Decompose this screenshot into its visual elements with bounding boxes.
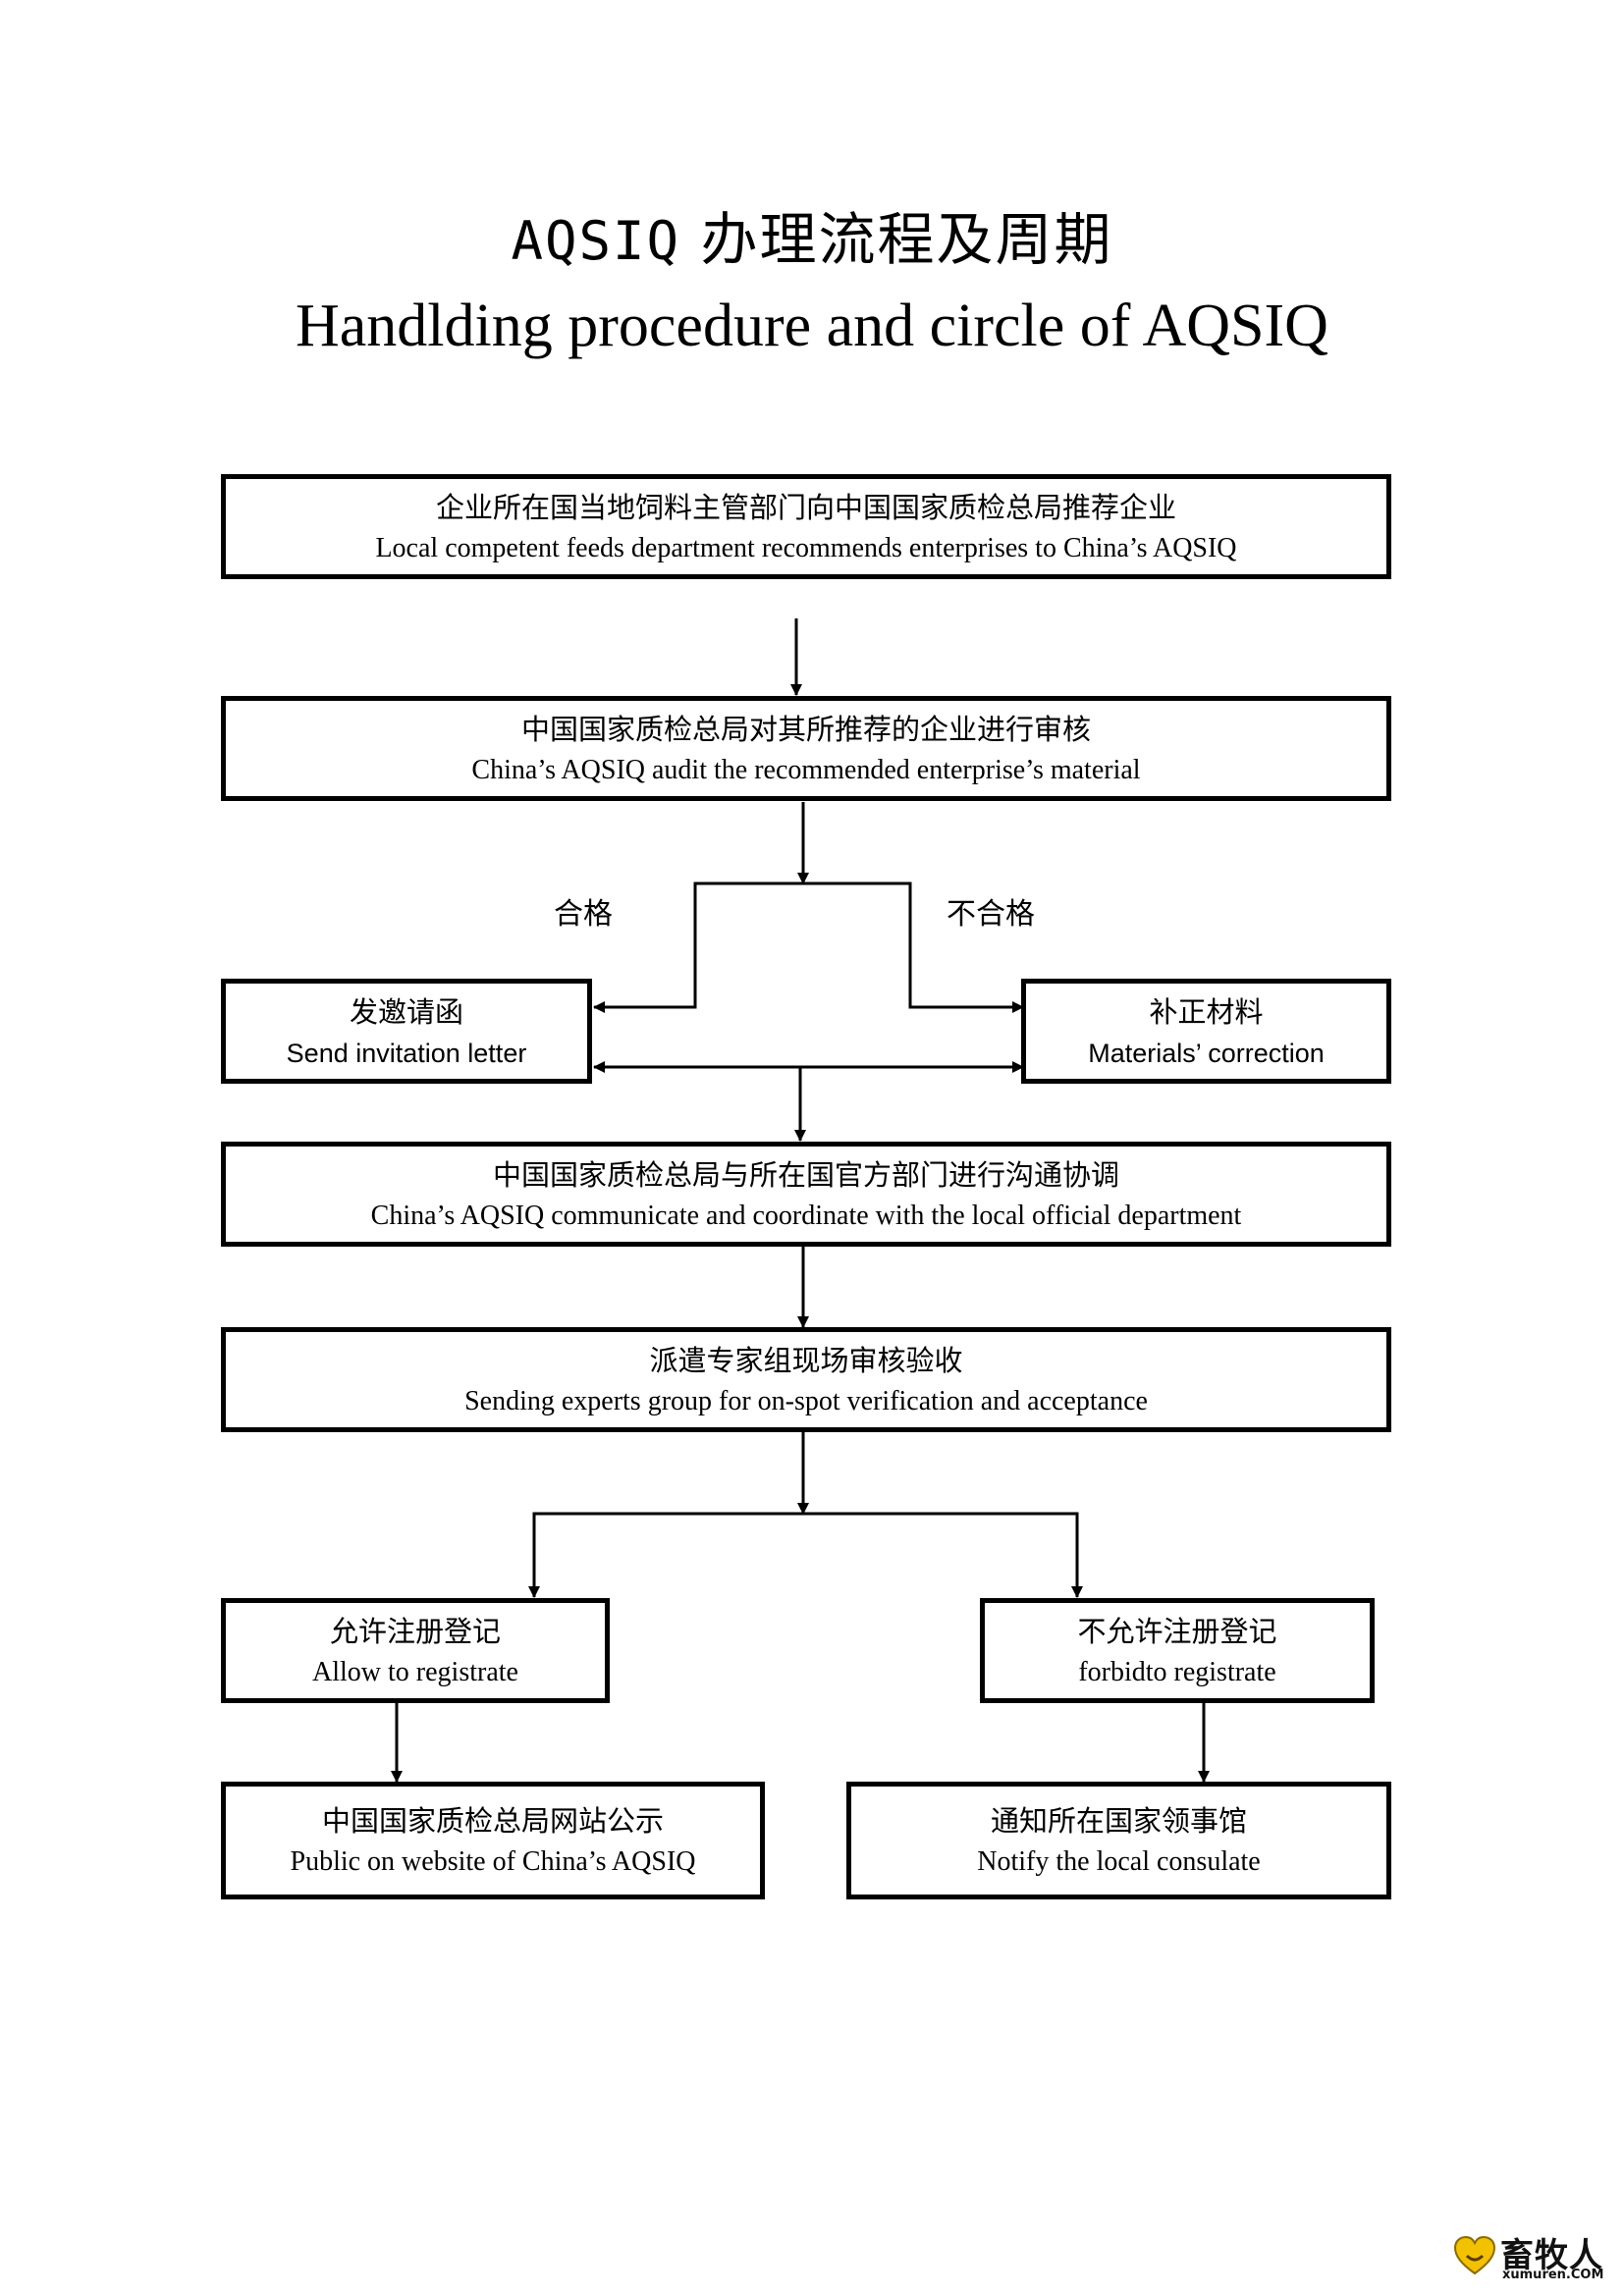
step-publish-en: Public on website of China’s AQSIQ xyxy=(290,1846,696,1877)
watermark-name: 畜牧人 xyxy=(1500,2236,1603,2275)
step-invite-box: 发邀请函 Send invitation letter xyxy=(221,979,592,1084)
step-recommend-zh: 企业所在国当地饲料主管部门向中国国家质检总局推荐企业 xyxy=(435,490,1176,524)
step-forbid-zh: 不允许注册登记 xyxy=(1077,1614,1277,1648)
step-communicate-zh: 中国国家质检总局与所在国官方部门进行沟通协调 xyxy=(492,1157,1119,1192)
title-zh-text: 办理流程及周期 xyxy=(700,206,1113,273)
step-experts-box: 派遣专家组现场审核验收 Sending experts group for on… xyxy=(221,1327,1391,1432)
step-notify-box: 通知所在国家领事馆 Notify the local consulate xyxy=(846,1782,1391,1899)
step-experts-zh: 派遣专家组现场审核验收 xyxy=(649,1343,963,1377)
step-invite-zh: 发邀请函 xyxy=(349,994,463,1029)
page-title-en: Handlding procedure and circle of AQSIQ xyxy=(296,293,1328,359)
step-invite-en: Send invitation letter xyxy=(286,1038,527,1068)
step-correction-box: 补正材料 Materials’ correction xyxy=(1021,979,1391,1084)
branch-allow-line xyxy=(528,1512,803,1598)
watermark-site: xumuren.COM xyxy=(1502,2268,1604,2282)
step-audit-box: 中国国家质检总局对其所推荐的企业进行审核 China’s AQSIQ audit… xyxy=(221,696,1391,801)
branch-disqualified-line xyxy=(803,881,1024,1013)
step-forbid-box: 不允许注册登记 forbidto registrate xyxy=(980,1598,1375,1703)
step-experts-en: Sending experts group for on-spot verifi… xyxy=(464,1385,1148,1416)
step-allow-en: Allow to registrate xyxy=(312,1656,518,1687)
label-qualified: 合格 xyxy=(554,897,613,932)
page-title-zh: AQSIQ 办理流程及周期 xyxy=(0,204,1624,277)
step-communicate-en: China’s AQSIQ communicate and coordinate… xyxy=(370,1200,1242,1231)
step-allow-zh: 允许注册登记 xyxy=(329,1614,501,1648)
step-audit-en: China’s AQSIQ audit the recommended ente… xyxy=(471,754,1141,785)
step-allow-box: 允许注册登记 Allow to registrate xyxy=(221,1598,610,1703)
step-publish-box: 中国国家质检总局网站公示 Public on website of China’… xyxy=(221,1782,765,1899)
step-publish-zh: 中国国家质检总局网站公示 xyxy=(321,1804,664,1838)
heart-icon xyxy=(1453,2235,1496,2275)
title-acronym: AQSIQ xyxy=(511,210,681,272)
branch-qualified-line xyxy=(593,881,803,1013)
step-notify-zh: 通知所在国家领事馆 xyxy=(990,1804,1247,1838)
step-communicate-box: 中国国家质检总局与所在国官方部门进行沟通协调 China’s AQSIQ com… xyxy=(221,1142,1391,1247)
watermark-logo: 畜牧人 xumuren.COM xyxy=(1453,2230,1610,2289)
step-notify-en: Notify the local consulate xyxy=(977,1846,1261,1877)
step-forbid-en: forbidto registrate xyxy=(1078,1656,1276,1687)
step-audit-zh: 中国国家质检总局对其所推荐的企业进行审核 xyxy=(520,712,1091,746)
branch-forbid-line xyxy=(803,1512,1083,1598)
step-recommend-box: 企业所在国当地饲料主管部门向中国国家质检总局推荐企业 Local compete… xyxy=(221,474,1391,579)
step-correction-en: Materials’ correction xyxy=(1088,1038,1325,1068)
label-disqualified: 不合格 xyxy=(947,897,1035,932)
step-correction-zh: 补正材料 xyxy=(1149,994,1264,1029)
step-recommend-en: Local competent feeds department recomme… xyxy=(375,532,1237,563)
